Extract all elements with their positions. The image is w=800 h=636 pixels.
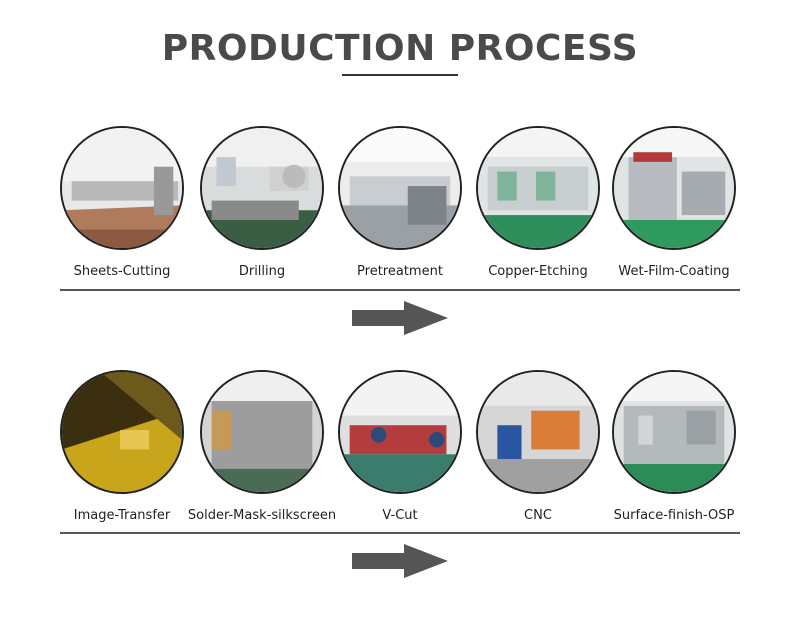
step-copper-etching: Copper-Etching [456, 126, 616, 286]
step-wet-film-coating: Wet-Film-Coating [592, 126, 752, 286]
page-title: PRODUCTION PROCESS [161, 28, 639, 69]
step-sheets-cutting: Sheets-Cutting [40, 126, 200, 286]
step-label: Wet-Film-Coating [618, 264, 730, 279]
arrow-right-icon [352, 301, 448, 335]
step-photo-sheets-cutting [60, 126, 184, 250]
step-photo-v-cut [338, 370, 462, 494]
step-label: CNC [524, 508, 552, 523]
step-solder-mask-silkscreen: Solder-Mask-silkscreen [180, 370, 340, 530]
step-label: Surface-finish-OSP [613, 508, 735, 523]
step-label: Solder-Mask-silkscreen [187, 508, 337, 523]
step-photo-image-transfer [60, 370, 184, 494]
step-drilling: Drilling [180, 126, 340, 286]
step-label: Image-Transfer [73, 508, 171, 523]
step-label: Pretreatment [357, 264, 443, 279]
step-photo-surface-finish-osp [612, 370, 736, 494]
step-pretreatment: Pretreatment [318, 126, 478, 286]
step-surface-finish-osp: Surface-finish-OSP [592, 370, 752, 530]
process-row-1: Sheets-Cutting Drilling [0, 126, 800, 286]
arrow-right-icon [352, 544, 448, 578]
step-label: V-Cut [382, 508, 418, 523]
step-label: Sheets-Cutting [73, 264, 171, 279]
row-1-divider [60, 289, 740, 291]
step-v-cut: V-Cut [318, 370, 478, 530]
process-row-2: Image-Transfer Solder-Mask-silkscreen [0, 370, 800, 530]
step-cnc: CNC [456, 370, 616, 530]
step-photo-cnc [476, 370, 600, 494]
title-underline [342, 74, 458, 76]
row-2-divider [60, 532, 740, 534]
step-image-transfer: Image-Transfer [40, 370, 200, 530]
step-photo-copper-etching [476, 126, 600, 250]
step-photo-drilling [200, 126, 324, 250]
step-photo-pretreatment [338, 126, 462, 250]
step-photo-wet-film-coating [612, 126, 736, 250]
step-label: Drilling [238, 264, 286, 279]
step-label: Copper-Etching [488, 264, 588, 279]
step-photo-solder-mask-silkscreen [200, 370, 324, 494]
